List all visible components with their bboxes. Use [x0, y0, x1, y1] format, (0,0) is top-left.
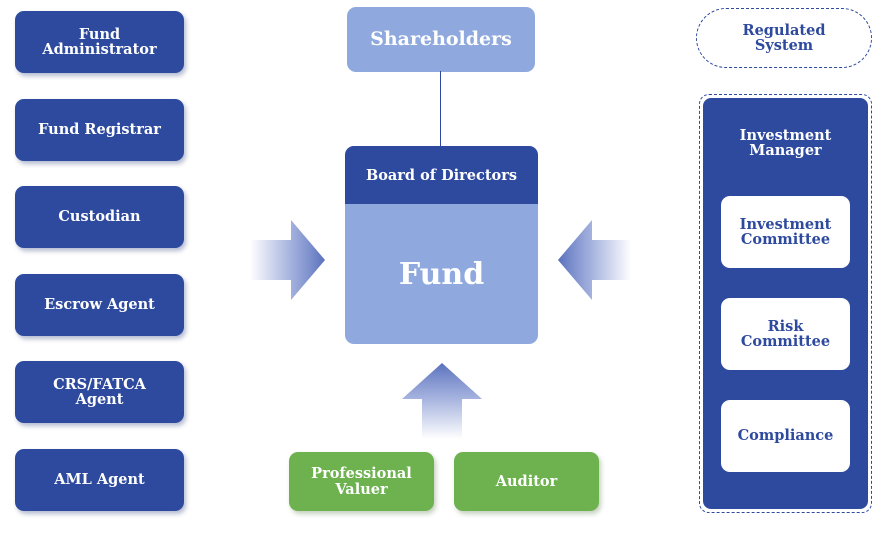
box-label: CRS/FATCA	[53, 375, 146, 393]
auditor-box: Auditor	[454, 452, 599, 511]
title-line: Investment	[739, 127, 832, 144]
fund-label-area: Fund	[345, 204, 538, 344]
fund-registrar-box: Fund Registrar	[15, 99, 184, 161]
box-label: Administrator	[42, 41, 157, 58]
title-line: Manager	[749, 142, 822, 160]
box-label: Auditor	[495, 472, 558, 490]
pill-label: System	[754, 37, 814, 54]
box-label: Fund Registrar	[38, 121, 161, 139]
fund-block: Board of Directors Fund	[345, 146, 538, 344]
box-label: AML Agent	[54, 471, 145, 489]
card-label: Risk	[767, 317, 804, 335]
connector-line	[440, 71, 441, 147]
card-label: Compliance	[737, 427, 834, 445]
aml-agent-box: AML Agent	[15, 449, 184, 511]
shareholders-label: Shareholders	[370, 27, 512, 50]
compliance-card: Compliance	[721, 400, 850, 472]
box-label: Agent	[75, 391, 124, 408]
investment-manager-title: Investment Manager	[703, 128, 868, 158]
custodian-box: Custodian	[15, 186, 184, 248]
box-label: Valuer	[335, 480, 388, 498]
card-label: Committee	[740, 231, 831, 248]
box-label: Fund	[78, 25, 121, 43]
up-arrow-icon	[402, 363, 482, 439]
shareholders-box: Shareholders	[347, 7, 535, 72]
board-label: Board of Directors	[365, 166, 518, 184]
box-label: Escrow Agent	[44, 296, 155, 314]
box-label: Custodian	[58, 208, 141, 226]
left-arrow-icon	[558, 220, 631, 300]
pill-label: Regulated	[742, 21, 826, 39]
box-label: Professional	[311, 465, 412, 483]
escrow-agent-box: Escrow Agent	[15, 274, 184, 336]
right-arrow-icon	[250, 220, 325, 300]
card-label: Investment	[739, 215, 832, 233]
board-of-directors-header: Board of Directors	[345, 146, 538, 204]
card-label: Committee	[740, 333, 831, 350]
fund-label: Fund	[398, 256, 485, 292]
